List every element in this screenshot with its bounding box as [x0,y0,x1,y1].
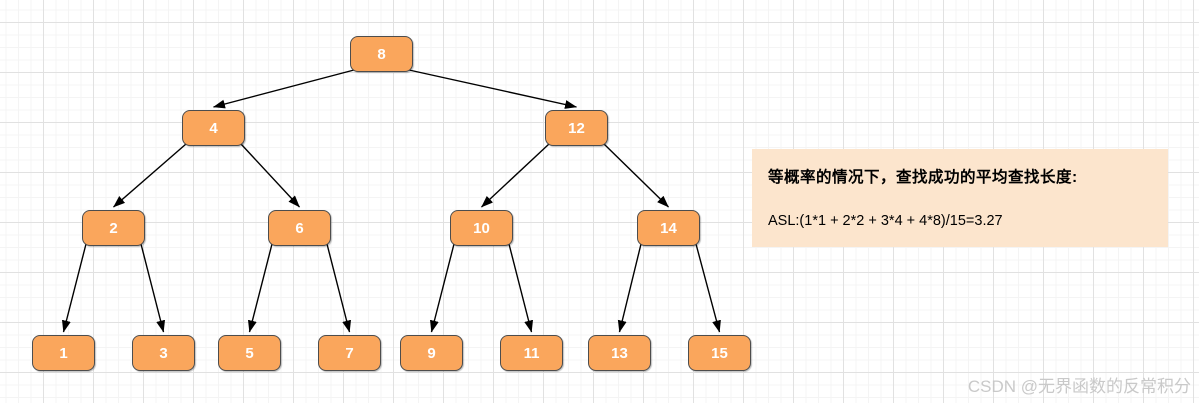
tree-edge-2-1 [61,243,87,333]
tree-node-1: 1 [32,335,95,371]
tree-node-6: 6 [268,210,331,246]
tree-edge-6-5 [247,243,273,333]
tree-edge-12-10 [481,143,550,208]
note-formula: ASL:(1*1 + 2*2 + 3*4 + 4*8)/15=3.27 [768,213,1003,229]
tree-edge-2-3 [140,243,166,333]
tree-node-4: 4 [182,110,245,146]
tree-edge-8-4 [213,69,355,109]
tree-node-8: 8 [350,36,413,72]
watermark-text: CSDN @无界函数的反常积分 [967,377,1191,396]
tree-node-3: 3 [132,335,195,371]
tree-node-12: 12 [545,110,608,146]
tree-edge-4-2 [113,143,187,208]
tree-edge-10-11 [508,243,534,333]
tree-node-11: 11 [500,335,563,371]
tree-edge-14-13 [617,243,642,333]
tree-node-15: 15 [688,335,751,371]
tree-edge-14-15 [695,243,721,333]
tree-edge-10-9 [429,243,455,333]
note-box: 等概率的情况下，查找成功的平均查找长度: ASL:(1*1 + 2*2 + 3*… [752,149,1168,247]
tree-node-2: 2 [82,210,145,246]
tree-node-10: 10 [450,210,513,246]
tree-node-5: 5 [218,335,281,371]
tree-edge-4-6 [240,143,301,208]
tree-edge-6-7 [326,243,352,333]
tree-node-7: 7 [318,335,381,371]
tree-edge-8-12 [408,69,577,109]
tree-node-14: 14 [637,210,700,246]
tree-node-13: 13 [588,335,651,371]
tree-node-9: 9 [400,335,463,371]
note-title: 等概率的情况下，查找成功的平均查找长度: [768,169,1078,186]
tree-edge-12-14 [603,143,669,208]
